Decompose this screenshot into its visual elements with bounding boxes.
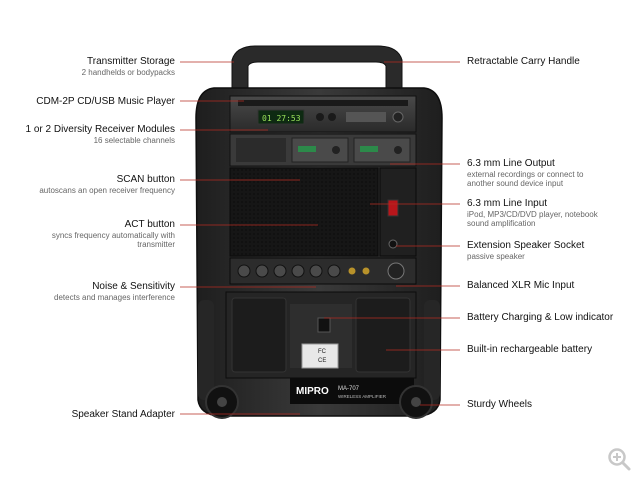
label-scan-button: SCAN button autoscans an open receiver f… [39,174,175,195]
label-sturdy-wheels: Sturdy Wheels [467,399,533,410]
callout-lines [180,61,460,415]
speaker-grille [229,167,417,257]
control-panel [229,257,417,285]
label-rechargeable-battery: Built-in rechargeable battery [467,344,593,355]
label-act-button: ACT button syncs frequency automatically… [51,219,175,249]
battery-compartment: FC CE [225,291,417,379]
label-line-input: 6.3 mm Line Input iPod, MP3/CD/DVD playe… [467,198,598,228]
label-noise-sensitivity: Noise & Sensitivity detects and manages … [54,281,175,302]
label-line-output: 6.3 mm Line Output external recordings o… [467,158,584,188]
label-cd-player: CDM-2P CD/USB Music Player [36,96,175,107]
label-carry-handle: Retractable Carry Handle [467,56,580,67]
receiver-modules [229,133,417,167]
brand-logo: MIPRO [296,386,329,397]
wheel-left [205,385,239,419]
wheel-right [399,385,433,419]
cd-display-text: 01 27:53 [262,114,301,123]
fcc-label-line1: FC [318,349,327,355]
label-xlr-input: Balanced XLR Mic Input [467,280,575,291]
cd-usb-player: 01 27:53 [229,95,417,133]
carry-handle [231,45,403,91]
label-extension-speaker: Extension Speaker Socket passive speaker [467,240,585,261]
label-transmitter-storage: Transmitter Storage 2 handhelds or bodyp… [81,56,175,77]
fcc-label-line2: CE [318,358,326,364]
brand-plate: MIPRO MA-707 WIRELESS AMPLIFIER [290,378,414,404]
label-receiver-modules: 1 or 2 Diversity Receiver Modules 16 sel… [25,124,176,145]
brand-subtitle: WIRELESS AMPLIFIER [338,394,387,399]
label-speaker-stand-adapter: Speaker Stand Adapter [71,409,175,420]
label-battery-indicator: Battery Charging & Low indicator [467,312,614,323]
brand-model: MA-707 [338,386,360,392]
zoom-in-icon[interactable] [606,446,632,472]
